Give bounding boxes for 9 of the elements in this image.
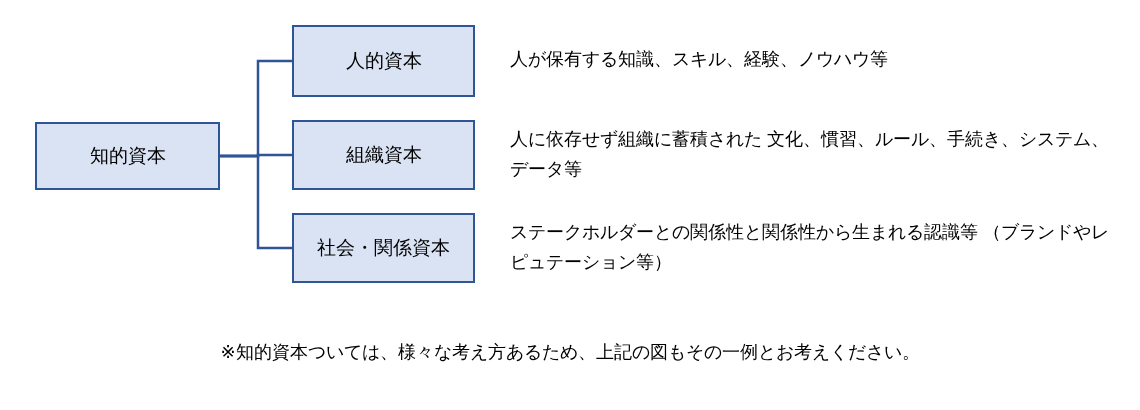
- concept-box: 人的資本: [292, 25, 475, 97]
- note-text: ※知的資本ついては、様々な考え方あるため、上記の図もその一例とお考えください。: [219, 341, 921, 364]
- description-text: ステークホルダーとの関係性と関係性から生まれる認識等 （ブランドやレピュテーション等）: [510, 221, 1110, 274]
- connector-line: [220, 154, 292, 250]
- description-text: 人が保有する知識、スキル、経験、ノウハウ等: [510, 48, 889, 71]
- concept-box: 組織資本: [292, 120, 475, 190]
- description-text: 人に依存せず組織に蓄積された 文化、慣習、ルール、手続き、システム、データ等: [510, 128, 1110, 181]
- concept-box: 社会・関係資本: [292, 213, 475, 283]
- concept-box: 知的資本: [35, 122, 220, 190]
